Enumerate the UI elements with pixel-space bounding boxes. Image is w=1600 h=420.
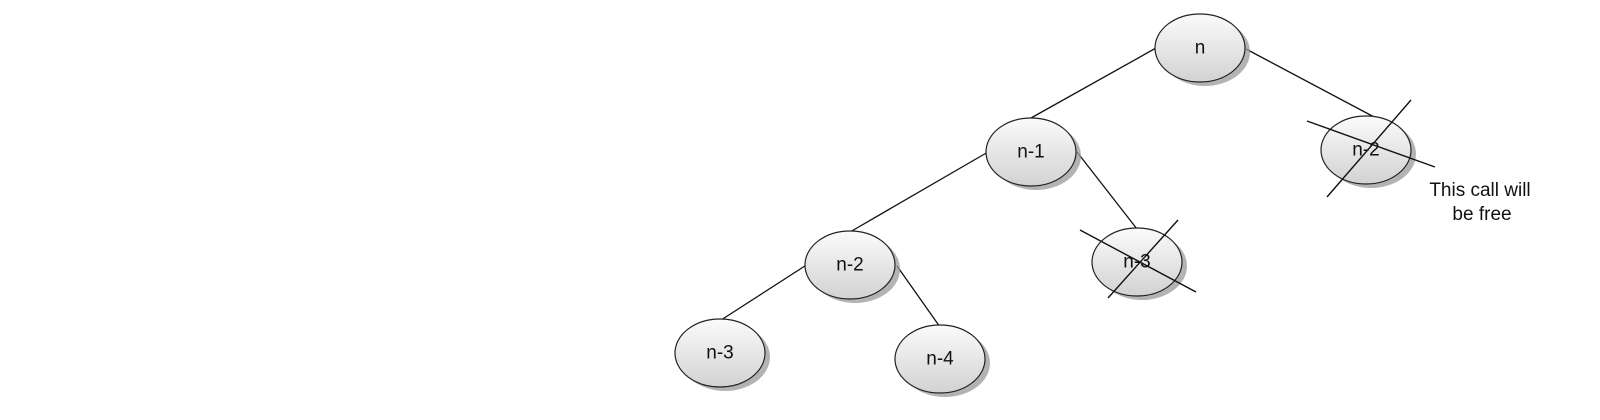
- tree-node-n4: n-4: [894, 324, 990, 397]
- strike-line-n2-right-a: [1306, 120, 1436, 168]
- annotation-line-2: be free: [1452, 204, 1511, 225]
- annotation-line-1: This call will: [1429, 180, 1530, 201]
- edge-n1-to-n2-left: [849, 151, 989, 233]
- tree-node-n3-mid: n-3: [1079, 219, 1197, 300]
- node-ellipse: [1091, 227, 1183, 297]
- edge-n2-left-to-n4: [896, 265, 941, 328]
- strike-line-n3-mid-b: [1107, 219, 1179, 299]
- edge-n1-to-n3-mid: [1076, 151, 1138, 230]
- edge-root-to-n1: [1030, 47, 1157, 119]
- free-call-annotation: This call will be free: [1429, 180, 1530, 225]
- node-ellipse: [985, 117, 1077, 187]
- edge-root-to-n2-right: [1245, 48, 1377, 119]
- node-label-n2-left: n-2: [836, 255, 863, 276]
- tree-node-n1: n-1: [985, 117, 1081, 190]
- tree-node-n2-right: n-2: [1306, 99, 1436, 198]
- tree-node-n3-left: n-3: [674, 318, 770, 391]
- tree-edges: [717, 47, 1377, 328]
- strike-line-n3-mid-a: [1079, 229, 1197, 293]
- node-ellipse: [1154, 13, 1246, 83]
- node-ellipse: [1320, 115, 1412, 185]
- node-ellipse: [804, 230, 896, 300]
- tree-node-root: n: [1154, 13, 1250, 86]
- strike-line-n2-right-b: [1326, 99, 1412, 198]
- node-label-n3-left: n-3: [706, 343, 733, 364]
- node-label-n4: n-4: [926, 349, 954, 370]
- node-label-root: n: [1195, 38, 1206, 59]
- node-ellipse: [894, 324, 986, 394]
- edge-n2-left-to-n3-left: [717, 263, 809, 323]
- node-ellipse: [674, 318, 766, 388]
- tree-node-n2-left: n-2: [804, 230, 900, 303]
- node-label-n1: n-1: [1017, 142, 1044, 163]
